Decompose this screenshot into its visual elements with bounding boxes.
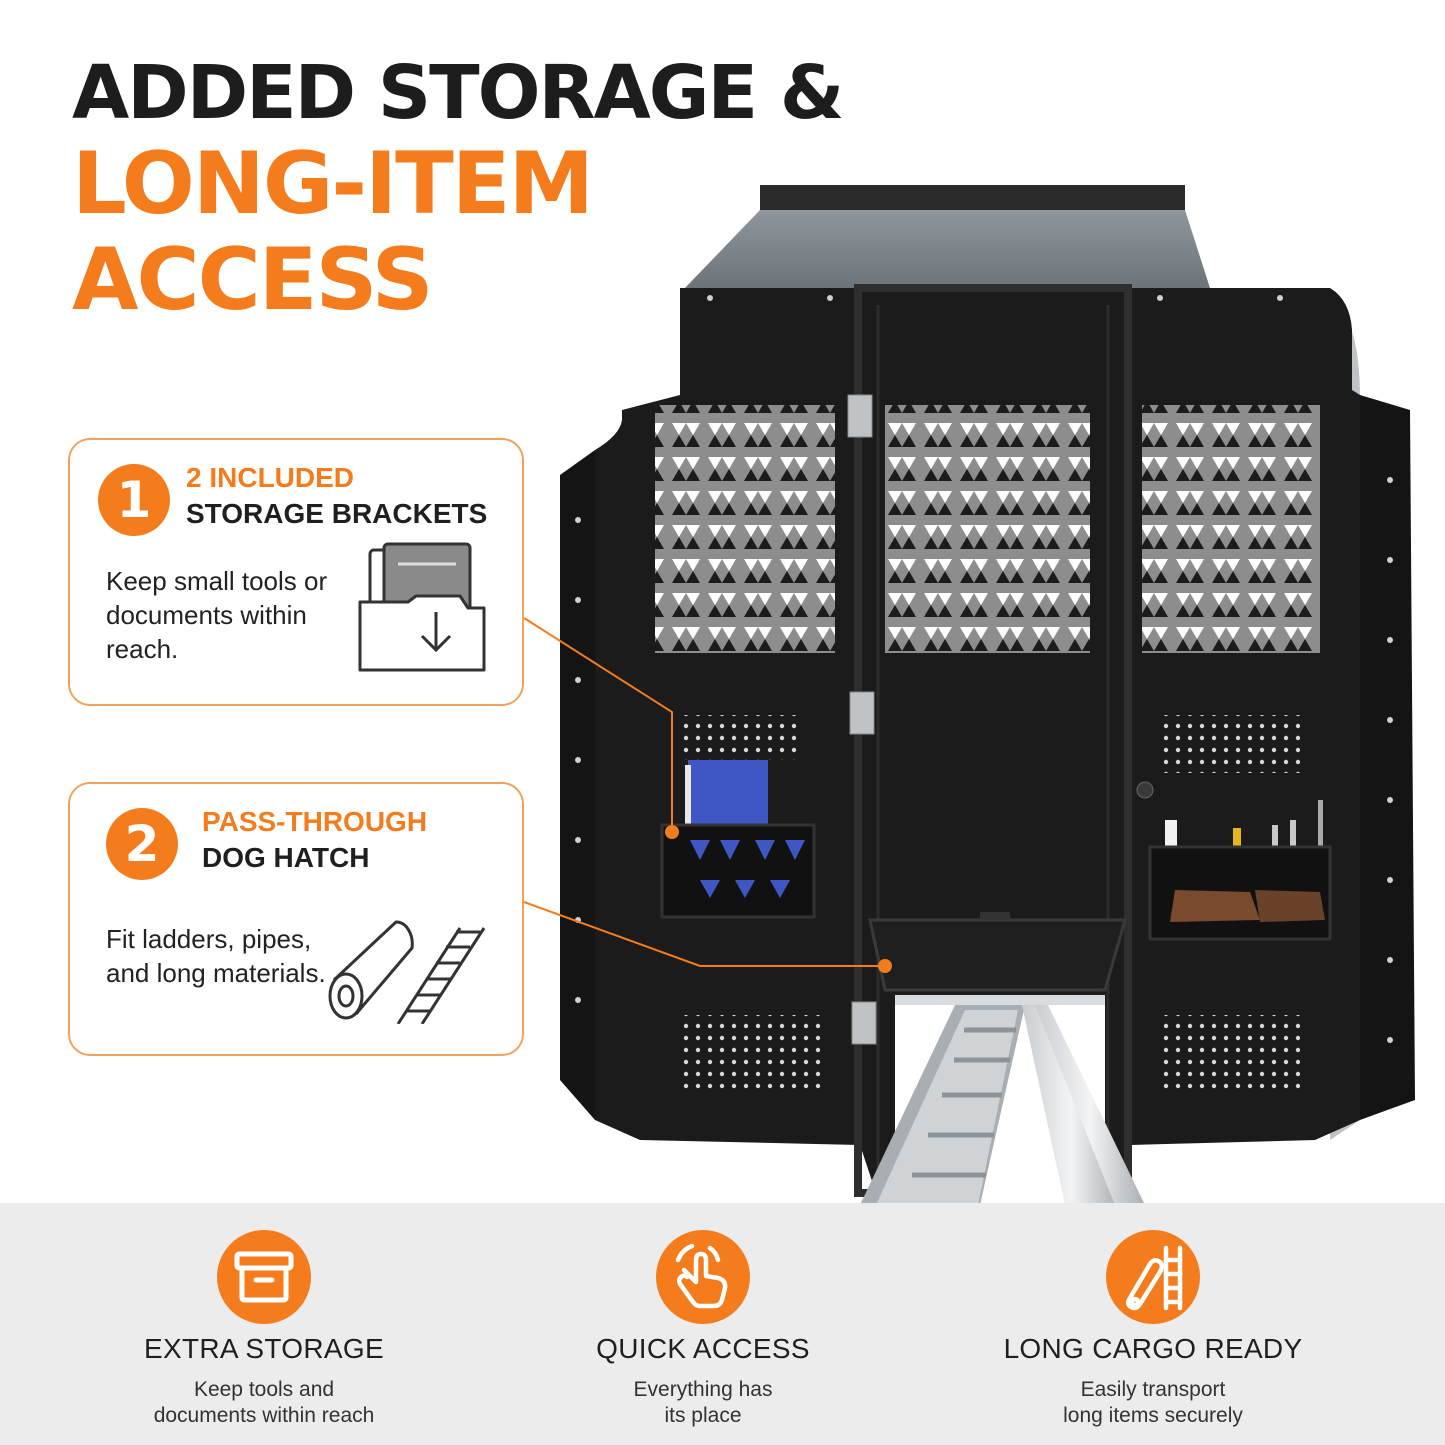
feature-description-line: its place — [664, 1404, 742, 1427]
partition-product-image — [560, 185, 1415, 1205]
pipe-and-ladder-icon — [328, 920, 486, 1024]
feature-description-line: Keep tools and — [193, 1378, 335, 1401]
feature-description-line: long items securely — [1063, 1404, 1243, 1427]
callout-title-highlight: 2 INCLUDED — [186, 462, 355, 493]
callout-title: PASS-THROUGH DOG HATCH — [202, 804, 427, 876]
feature-description: Keep tools and documents within reach — [64, 1377, 464, 1429]
callout-title-highlight: PASS-THROUGH — [202, 806, 428, 837]
feature-description-line: Everything has — [633, 1378, 773, 1401]
callout-number-badge: 2 — [106, 808, 178, 880]
headline-line-1: ADDED STORAGE & — [72, 50, 844, 136]
headline-line-3: ACCESS — [72, 230, 434, 330]
callout-title-rest: STORAGE BRACKETS — [186, 498, 488, 529]
callout-title: 2 INCLUDED STORAGE BRACKETS — [186, 460, 487, 532]
feature-title: LONG CARGO READY — [1003, 1333, 1303, 1364]
callout-number-badge: 1 — [98, 464, 170, 536]
callout-dog-hatch: 2 PASS-THROUGH DOG HATCH Fit ladders, pi… — [68, 782, 524, 1056]
feature-title: QUICK ACCESS — [596, 1333, 810, 1364]
feature-band: EXTRA STORAGE Keep tools and documents w… — [0, 1203, 1445, 1445]
hand-pointer-icon — [656, 1230, 750, 1324]
headline-line-2: LONG-ITEM — [72, 134, 594, 234]
folder-documents-icon — [358, 542, 486, 672]
callout-storage-brackets: 1 2 INCLUDED STORAGE BRACKETS Keep small… — [68, 438, 524, 706]
callout-body: Keep small tools or documents within rea… — [106, 566, 328, 664]
callout-body: Fit ladders, pipes, and long materials. — [106, 924, 326, 988]
feature-title: EXTRA STORAGE — [144, 1333, 384, 1364]
feature-description: Everything has its place — [503, 1377, 903, 1429]
callout-title-rest: DOG HATCH — [202, 842, 370, 873]
pipe-ladder-icon — [1106, 1230, 1200, 1324]
feature-description-line: Easily transport — [1080, 1378, 1226, 1401]
feature-description-line: documents within reach — [153, 1404, 375, 1427]
feature-description: Easily transport long items securely — [953, 1377, 1353, 1429]
headline: ADDED STORAGE & LONG-ITEM ACCESS — [72, 50, 844, 330]
storage-box-icon — [217, 1230, 311, 1324]
